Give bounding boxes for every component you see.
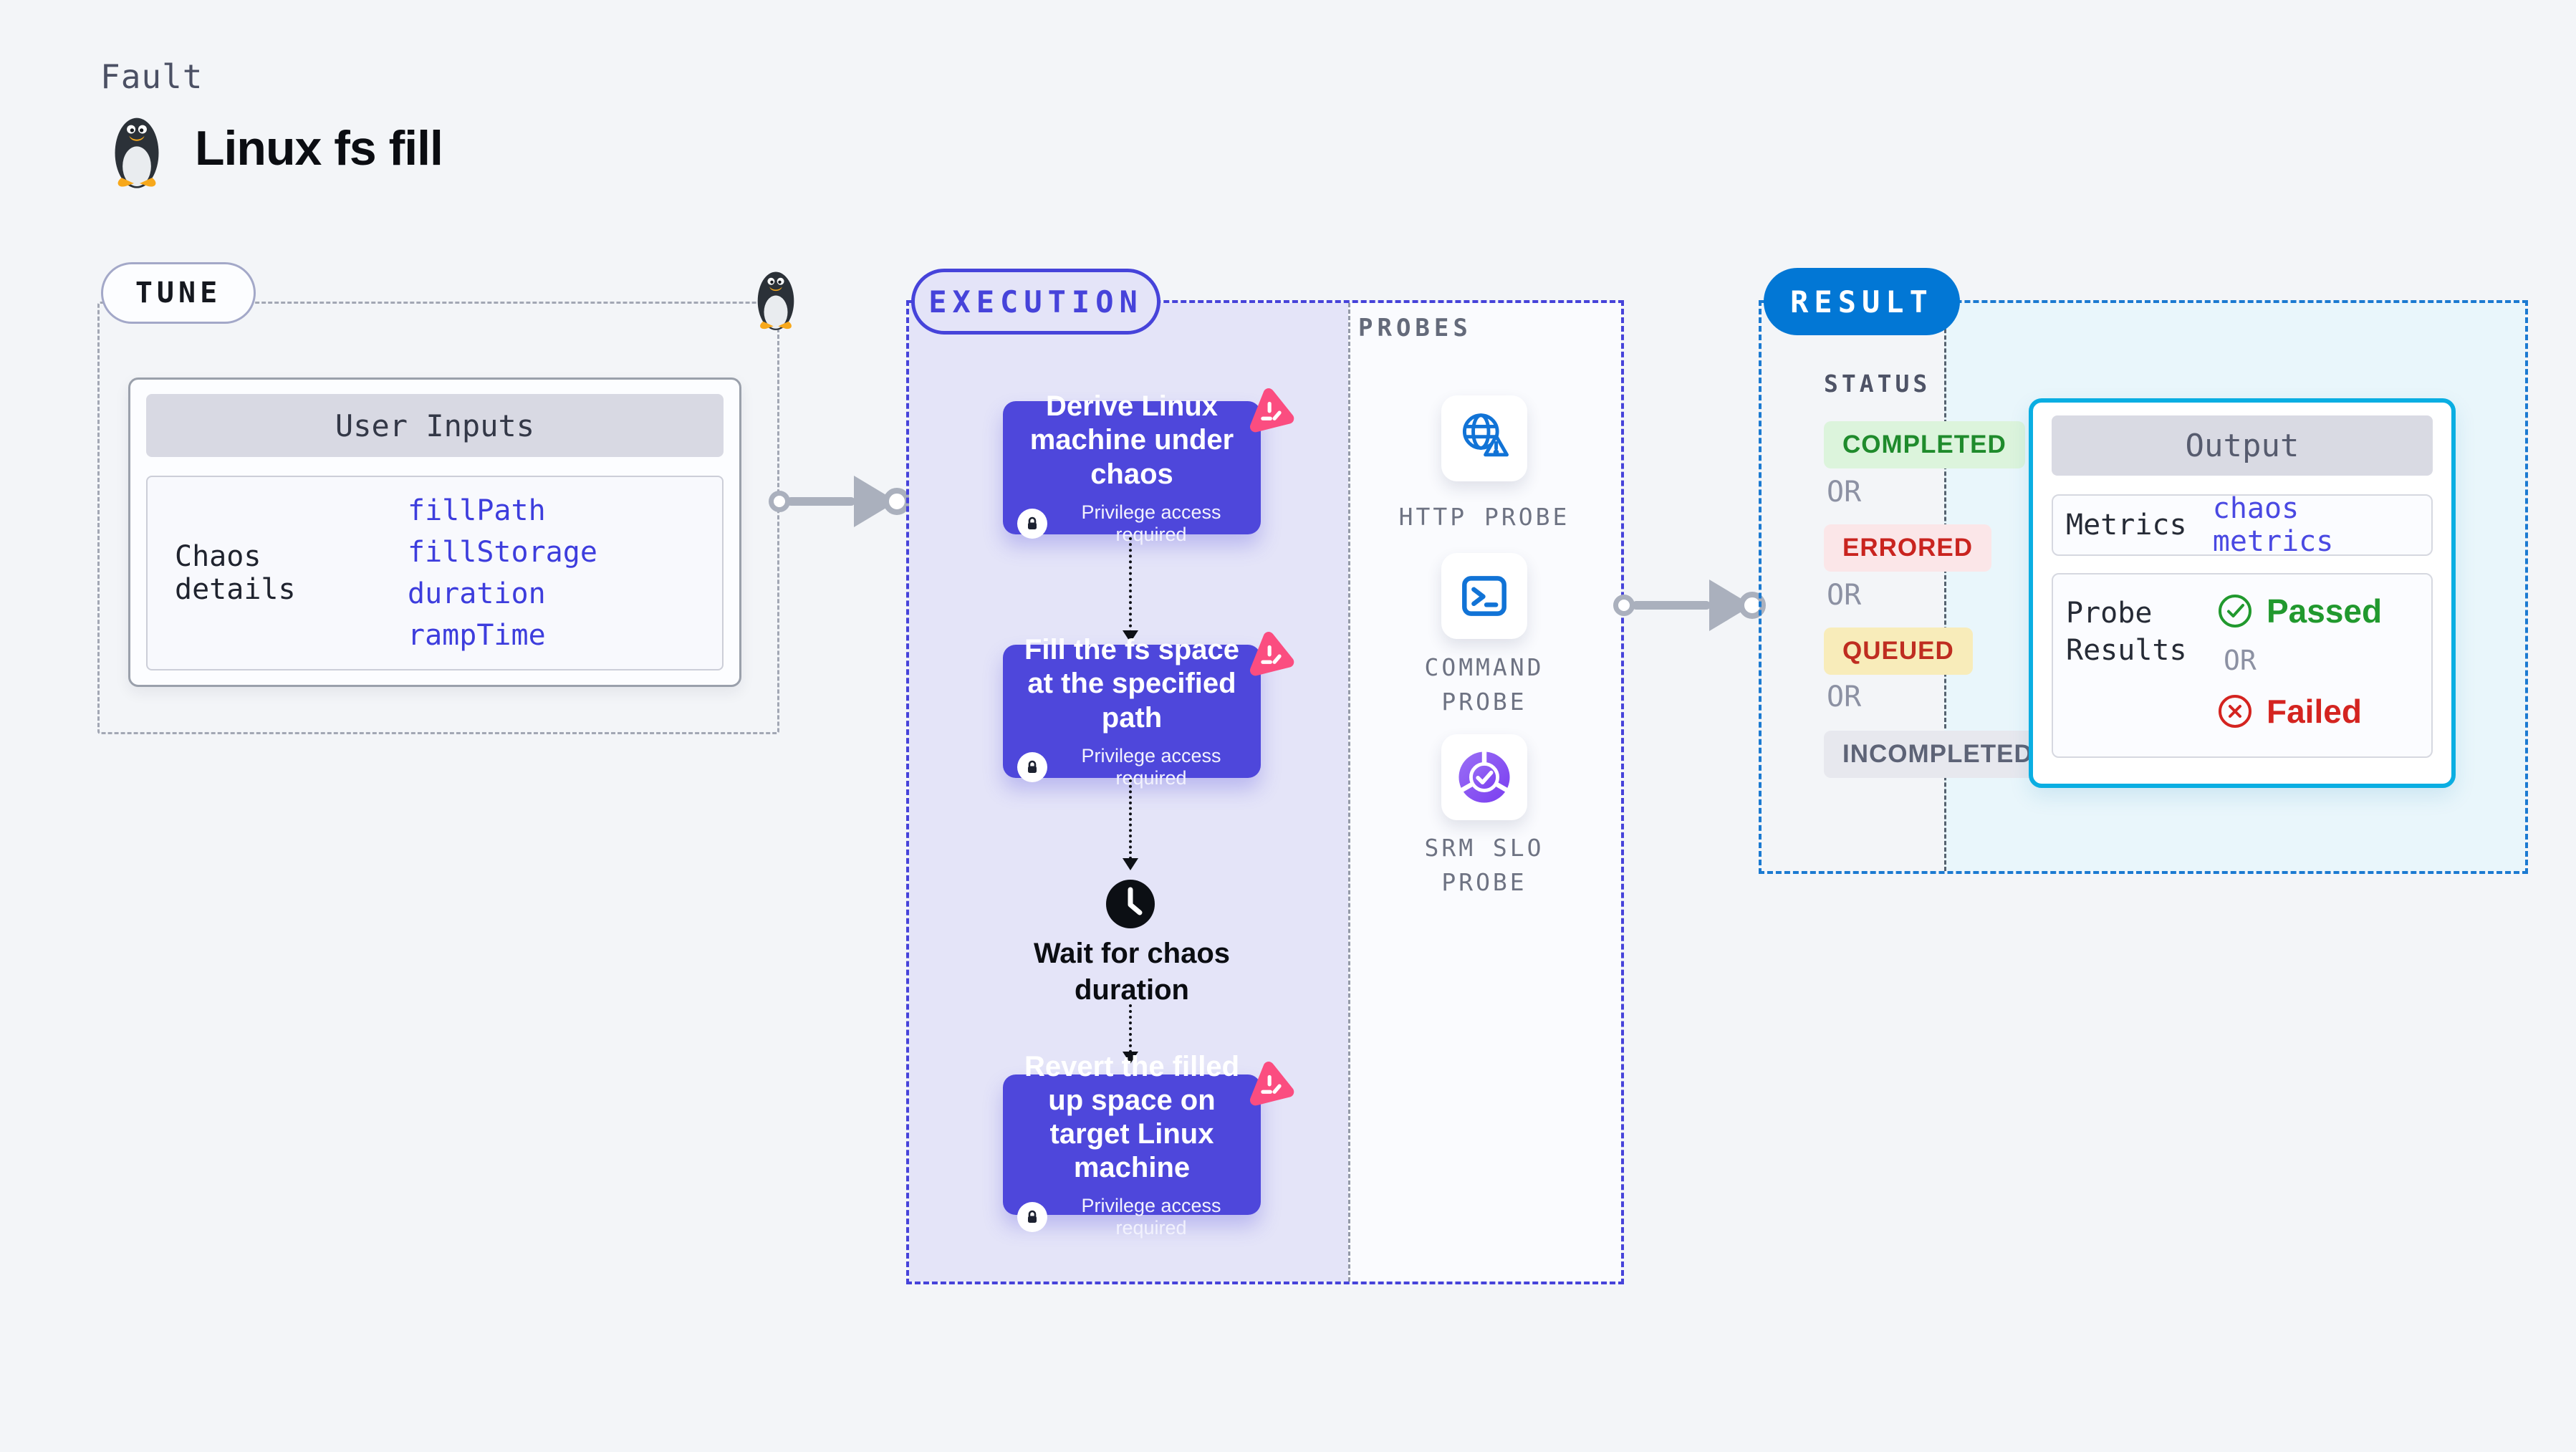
- connector-step2-wait: [1129, 779, 1132, 860]
- metrics-row: Metrics chaos metrics: [2052, 492, 2433, 558]
- input-fillpath: fillPath: [408, 494, 546, 527]
- step-title: Revert the filled up space on target Lin…: [1024, 1050, 1240, 1184]
- status-badge-queued: QUEUED: [1824, 628, 1973, 675]
- passed-line: Passed: [2216, 592, 2382, 630]
- arrow-tune-execution: [787, 497, 855, 506]
- linux-tux-corner-icon: [757, 271, 794, 330]
- metrics-label: Metrics: [2066, 509, 2187, 542]
- user-inputs-values: fillPath fillStorage duration rampTime: [388, 477, 722, 669]
- http-probe-card: [1441, 395, 1527, 481]
- step-revert-space: Revert the filled up space on target Lin…: [1003, 1051, 1261, 1239]
- http-probe-label: HTTP PROBE: [1398, 503, 1570, 531]
- output-header: Output: [2052, 415, 2433, 476]
- lock-icon: [1017, 1202, 1047, 1233]
- chaos-metrics-link: chaos metrics: [2212, 492, 2334, 558]
- step-derive-machine: Derive Linux machine under chaos Privile…: [1003, 390, 1261, 545]
- srm-slo-probe-label: SRM SLO PROBE: [1424, 834, 1544, 896]
- lock-icon: [1017, 508, 1047, 539]
- or-label: OR: [1827, 579, 1862, 612]
- status-badge-errored: ERRORED: [1824, 524, 1992, 572]
- input-fillstorage: fillStorage: [408, 536, 597, 569]
- status-label: STATUS: [1824, 370, 1931, 398]
- output-card: Output Metrics chaos metrics Probe Resul…: [2029, 398, 2456, 788]
- result-badge: RESULT: [1764, 268, 1960, 335]
- privilege-row: Privilege access required: [1017, 1195, 1246, 1239]
- input-duration: duration: [408, 577, 546, 610]
- passed-label: Passed: [2267, 592, 2383, 630]
- tune-badge: TUNE: [101, 262, 256, 324]
- probe-results-row: Probe Results Passed OR Failed: [2052, 573, 2433, 758]
- lock-icon: [1017, 751, 1047, 782]
- failed-label: Failed: [2267, 693, 2362, 730]
- user-inputs-card: User Inputs Chaos details fillPath fillS…: [128, 378, 741, 687]
- x-circle-icon: [2219, 695, 2251, 728]
- command-probe-card: [1441, 553, 1527, 639]
- status-badge-incompleted: INCOMPLETED: [1824, 731, 2052, 778]
- or-label: OR: [1827, 681, 1862, 713]
- probe-results-label: Probe Results: [2066, 597, 2187, 667]
- input-ramptime: rampTime: [408, 619, 546, 652]
- chaos-fault-logo-icon: [1249, 632, 1294, 676]
- step-fill-fs: Fill the fs space at the specified path …: [1003, 634, 1261, 789]
- status-badge-completed: COMPLETED: [1824, 421, 2025, 468]
- check-circle-icon: [2219, 595, 2251, 628]
- privilege-label: Privilege access required: [1081, 744, 1221, 789]
- clock-icon: [1106, 880, 1155, 928]
- privilege-row: Privilege access required: [1017, 501, 1246, 546]
- arrow-execution-result: [1632, 601, 1711, 610]
- page-title: Linux fs fill: [195, 121, 443, 176]
- privilege-label: Privilege access required: [1081, 1195, 1221, 1239]
- chaos-fault-logo-icon: [1249, 388, 1294, 433]
- step-title: Fill the fs space at the specified path: [1024, 634, 1240, 734]
- srm-slo-probe-card: [1441, 734, 1527, 820]
- probe-results-values: Passed OR Failed: [2216, 574, 2382, 756]
- privilege-row: Privilege access required: [1017, 745, 1246, 789]
- or-label: OR: [2224, 645, 2257, 676]
- chaos-fault-logo-icon: [1249, 1062, 1294, 1106]
- failed-line: Failed: [2216, 692, 2382, 731]
- connector-wait-step3: [1129, 1004, 1132, 1053]
- linux-tux-icon: [115, 117, 159, 188]
- step-title: Derive Linux machine under chaos: [1029, 390, 1234, 490]
- tune-region: [97, 302, 779, 734]
- command-probe-label: COMMAND PROBE: [1424, 653, 1544, 716]
- or-label: OR: [1827, 476, 1862, 509]
- user-inputs-panel: Chaos details fillPath fillStorage durat…: [146, 476, 724, 670]
- terminal-icon: [1462, 576, 1506, 616]
- connector-arrowhead-icon: [1123, 858, 1138, 870]
- privilege-label: Privilege access required: [1081, 501, 1221, 545]
- user-inputs-header: User Inputs: [146, 394, 724, 457]
- connector-step1-step2: [1129, 537, 1132, 639]
- probes-label: PROBES: [1358, 314, 1472, 342]
- execution-badge: EXECUTION: [911, 269, 1160, 335]
- fault-eyebrow: Fault: [100, 57, 203, 96]
- connector-arrowhead-icon: [1123, 1052, 1138, 1064]
- globe-alert-icon: [1462, 413, 1509, 457]
- slo-donut-check-icon: [1458, 751, 1510, 803]
- wait-for-chaos-label: Wait for chaos duration: [1033, 938, 1231, 1006]
- chaos-details-label: Chaos details: [175, 540, 296, 606]
- connector-arrowhead-icon: [1123, 630, 1138, 643]
